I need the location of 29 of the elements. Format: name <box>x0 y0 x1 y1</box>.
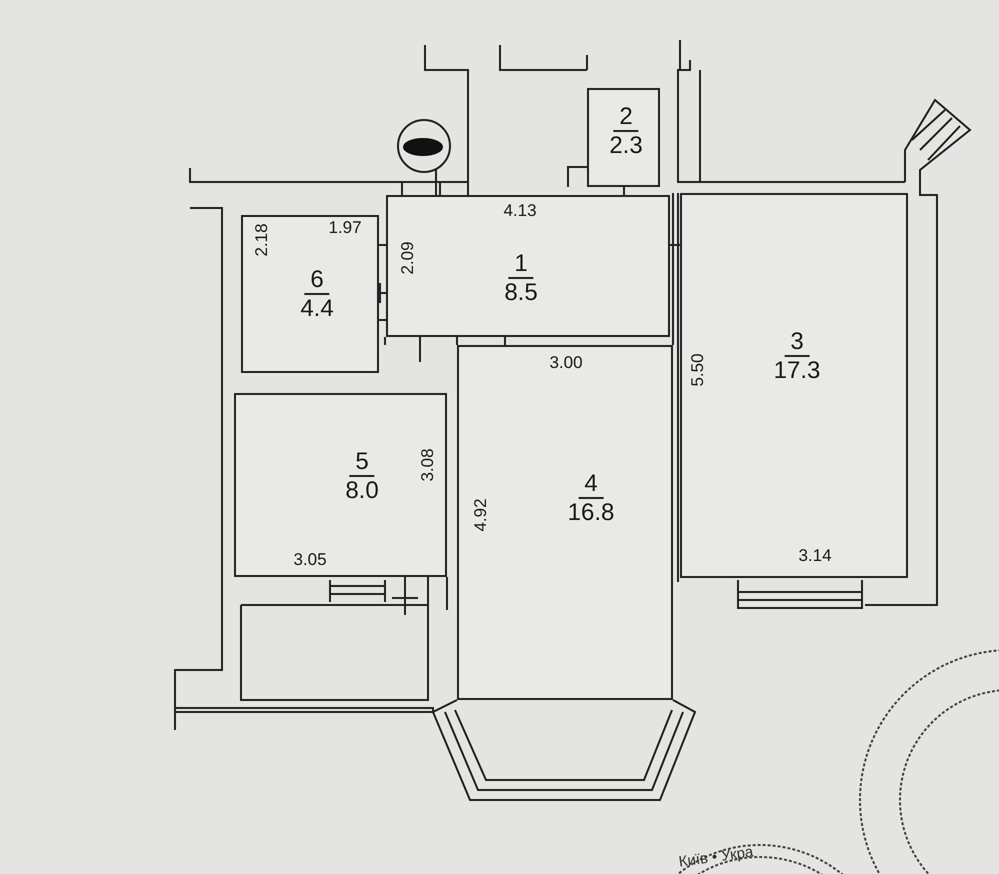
room-number: 2 <box>613 104 639 132</box>
dimension-text: 3.00 <box>549 354 583 372</box>
dimension-text: 2.09 <box>399 241 417 275</box>
room-area: 8.0 <box>345 477 379 505</box>
room-number: 4 <box>578 471 604 499</box>
dimension-text: 4.13 <box>503 202 537 220</box>
dimension-text: 3.14 <box>798 547 832 565</box>
room <box>386 195 670 337</box>
room-area: 4.4 <box>300 295 334 323</box>
room <box>457 345 673 700</box>
room-area: 17.3 <box>774 357 820 385</box>
dimension-text: 3.08 <box>419 448 437 482</box>
dimension-text: 5.50 <box>689 353 707 387</box>
room-area: 8.5 <box>504 279 538 307</box>
room-number: 5 <box>349 449 375 477</box>
dimension-text: 1.97 <box>328 219 362 237</box>
dimension-text: 4.92 <box>472 498 490 532</box>
dimension-text: 3.05 <box>293 551 327 569</box>
room-number: 3 <box>784 329 810 357</box>
room-number: 6 <box>304 267 330 295</box>
room-area: 16.8 <box>568 499 614 527</box>
room-number: 1 <box>508 251 534 279</box>
dimension-text: 2.18 <box>253 223 271 257</box>
room <box>587 88 660 187</box>
stamp-text: Київ • Укра <box>678 843 754 871</box>
room-area: 2.3 <box>609 132 643 160</box>
room <box>241 215 379 373</box>
room <box>680 193 908 578</box>
room <box>234 393 447 577</box>
